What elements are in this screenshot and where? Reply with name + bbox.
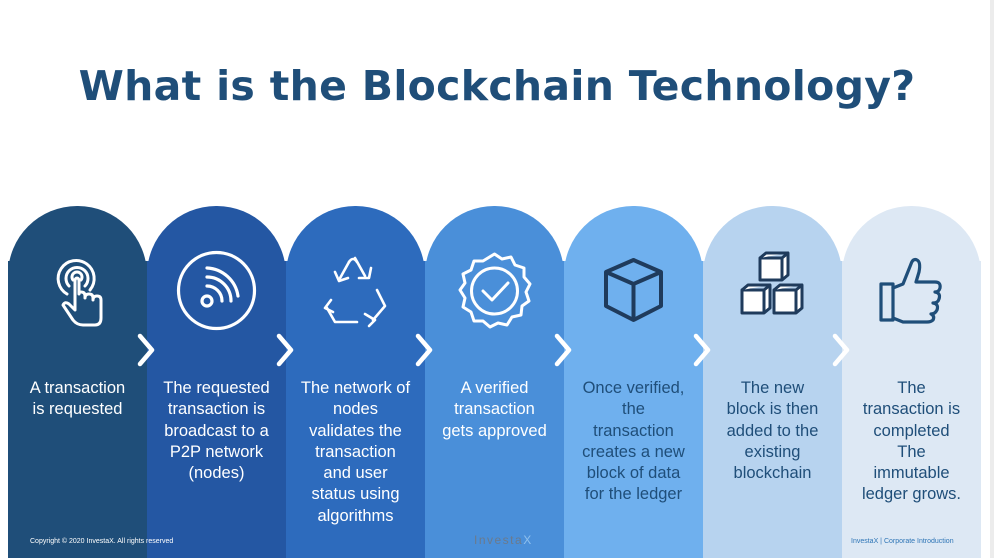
thumbs-up-icon [869, 248, 954, 333]
footer-caption: InvestaX | Corporate Introduction [851, 538, 954, 545]
step-3-body [286, 261, 425, 558]
process-steps: A transaction is requested The requested… [8, 206, 981, 558]
step-3-text: The network of nodes validates the trans… [300, 379, 411, 525]
step-3: The network of nodes validates the trans… [286, 206, 425, 558]
step-1: A transaction is requested [8, 206, 147, 558]
chevron-right-icon [828, 330, 854, 370]
step-6: The new block is then added to the exist… [703, 206, 842, 558]
page-title: What is the Blockchain Technology? [78, 62, 916, 110]
blocks-icon [730, 248, 815, 333]
chevron-right-icon [411, 330, 437, 370]
step-1-body [8, 261, 147, 558]
touch-finger-icon [35, 248, 120, 333]
step-2-body [147, 261, 286, 558]
chevron-right-icon [550, 330, 576, 370]
step-7: The transaction is completed The immutab… [842, 206, 981, 558]
verified-badge-icon [452, 248, 537, 333]
copyright-text: Copyright © 2020 InvestaX. All rights re… [30, 538, 174, 545]
logo-text: Investa [474, 533, 524, 547]
step-2-text: The requested transaction is broadcast t… [163, 379, 270, 483]
step-1-text: A transaction is requested [29, 379, 126, 419]
recycle-icon [313, 248, 398, 333]
step-5: Once verified, the transaction creates a… [564, 206, 703, 558]
step-6-text: The new block is then added to the exist… [726, 379, 819, 483]
chevron-right-icon [689, 330, 715, 370]
step-4: A verified transaction gets approved [425, 206, 564, 558]
step-5-text: Once verified, the transaction creates a… [582, 379, 685, 504]
chevron-right-icon [272, 330, 298, 370]
logo-x: X [523, 533, 533, 547]
company-logo: InvestaX [474, 533, 533, 547]
slide-edge [990, 0, 994, 558]
step-7-text: The transaction is completed The immutab… [861, 379, 962, 504]
step-4-text: A verified transaction gets approved [442, 379, 547, 440]
cube-icon [591, 248, 676, 333]
step-4-body [425, 261, 564, 558]
step-7-body [842, 261, 981, 558]
step-2: The requested transaction is broadcast t… [147, 206, 286, 558]
broadcast-icon [174, 248, 259, 333]
chevron-right-icon [133, 330, 159, 370]
